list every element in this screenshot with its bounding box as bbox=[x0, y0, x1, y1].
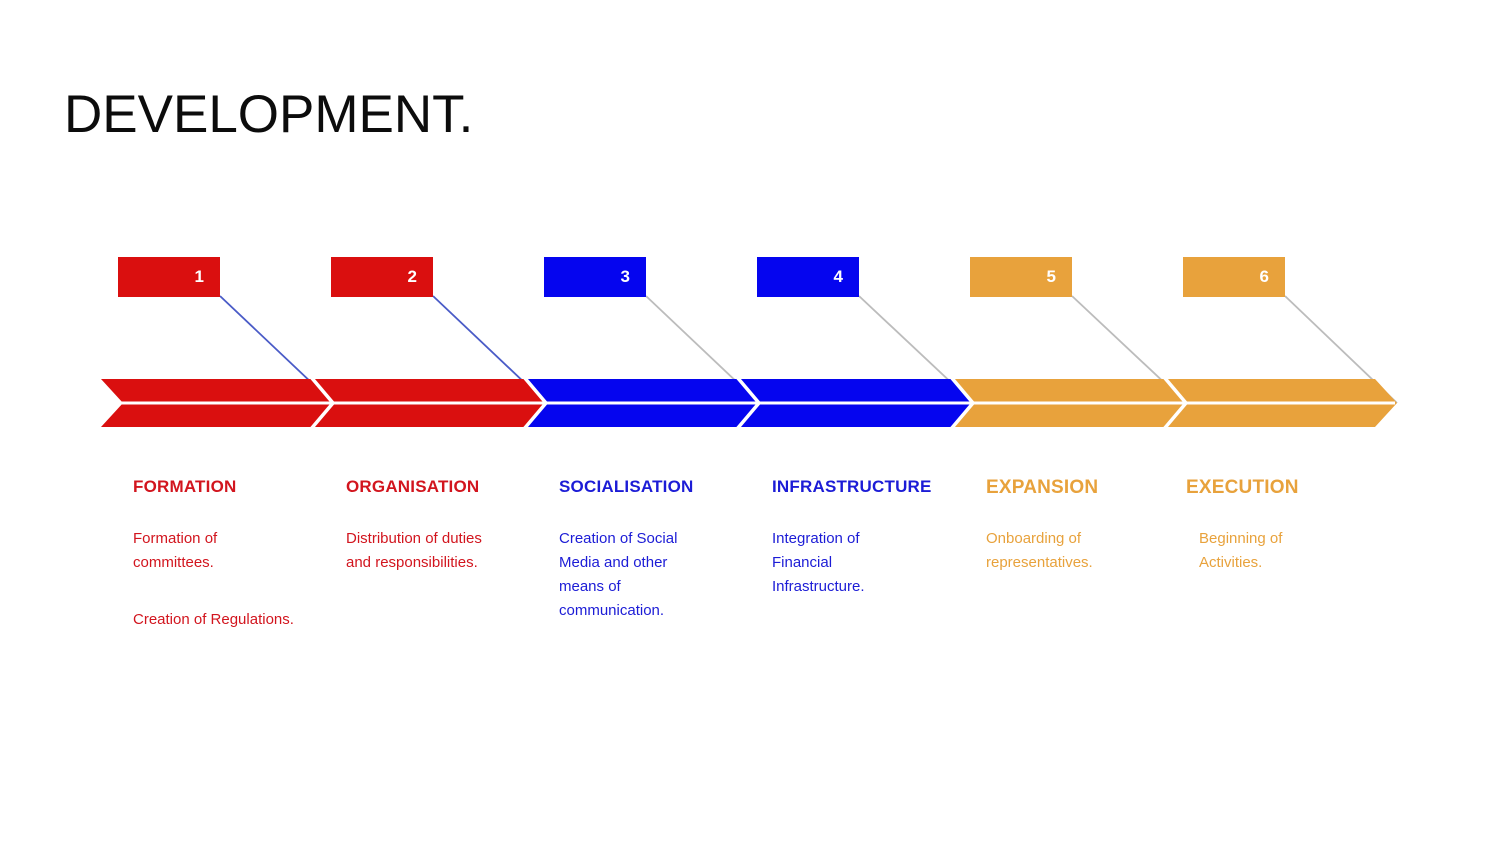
stage-2-number-box: 2 bbox=[331, 257, 433, 297]
stage-1-number-box: 1 bbox=[118, 257, 220, 297]
stage-1-name: FORMATION bbox=[133, 477, 237, 496]
stage-2-number: 2 bbox=[407, 267, 417, 286]
band-segment-6 bbox=[1164, 379, 1397, 427]
stage-6-number: 6 bbox=[1259, 267, 1269, 286]
stage-6-description: EXECUTION Beginning of Activities. bbox=[1186, 477, 1368, 608]
connector-line-5 bbox=[1071, 295, 1187, 404]
stage-6-number-box: 6 bbox=[1183, 257, 1285, 297]
stage-4-name: INFRASTRUCTURE bbox=[772, 477, 932, 496]
stage-6-name: EXECUTION bbox=[1186, 477, 1299, 498]
band-segment-4 bbox=[737, 379, 973, 427]
stage-1-paragraph-2: Creation of Regulations. bbox=[133, 610, 294, 628]
stage-5-paragraph-1: Onboarding of representatives. bbox=[986, 529, 1093, 571]
stage-4-number-box: 4 bbox=[757, 257, 859, 297]
stage-5-number: 5 bbox=[1046, 267, 1056, 286]
stage-2-description: ORGANISATION Distribution of duties and … bbox=[346, 477, 528, 608]
band-separator-1 bbox=[309, 375, 336, 431]
band-separator-5 bbox=[1162, 375, 1189, 431]
stage-1-paragraph-1: Formation of committees. bbox=[133, 529, 218, 571]
stage-3-name: SOCIALISATION bbox=[559, 477, 694, 496]
stage-4-number: 4 bbox=[833, 267, 843, 286]
band-segment-1 bbox=[101, 379, 333, 427]
connector-line-1 bbox=[219, 295, 334, 404]
band-separator-3 bbox=[735, 375, 762, 431]
stage-5-name: EXPANSION bbox=[986, 477, 1099, 498]
connector-line-6 bbox=[1284, 295, 1398, 404]
stage-3-paragraph-1: Creation of Social Media and other means… bbox=[559, 529, 678, 619]
page-title: DEVELOPMENT. bbox=[64, 85, 474, 144]
connector-line-3 bbox=[645, 295, 760, 404]
stage-3-number: 3 bbox=[620, 267, 630, 286]
stage-3-number-box: 3 bbox=[544, 257, 646, 297]
stage-2-name: ORGANISATION bbox=[346, 477, 480, 496]
band-segment-2 bbox=[311, 379, 546, 427]
stage-5-description: EXPANSION Onboarding of representatives. bbox=[986, 477, 1168, 608]
band-separator-4 bbox=[949, 375, 976, 431]
stage-5-number-box: 5 bbox=[970, 257, 1072, 297]
stage-6-paragraph-1: Beginning of Activities. bbox=[1199, 529, 1283, 571]
band-segment-5 bbox=[951, 379, 1186, 427]
connector-line-2 bbox=[432, 295, 547, 404]
stage-3-description: SOCIALISATION Creation of Social Media a… bbox=[559, 477, 741, 656]
stage-4-description: INFRASTRUCTURE Integration of Financial … bbox=[772, 477, 954, 632]
stage-1-description: FORMATION Formation of committees. Creat… bbox=[133, 477, 315, 665]
stage-2-paragraph-1: Distribution of duties and responsibilit… bbox=[346, 529, 482, 571]
band-separator-2 bbox=[522, 375, 549, 431]
band-segment-3 bbox=[524, 379, 759, 427]
connector-line-4 bbox=[858, 295, 974, 404]
stage-1-number: 1 bbox=[194, 267, 204, 286]
stage-4-paragraph-1: Integration of Financial Infrastructure. bbox=[772, 529, 865, 595]
